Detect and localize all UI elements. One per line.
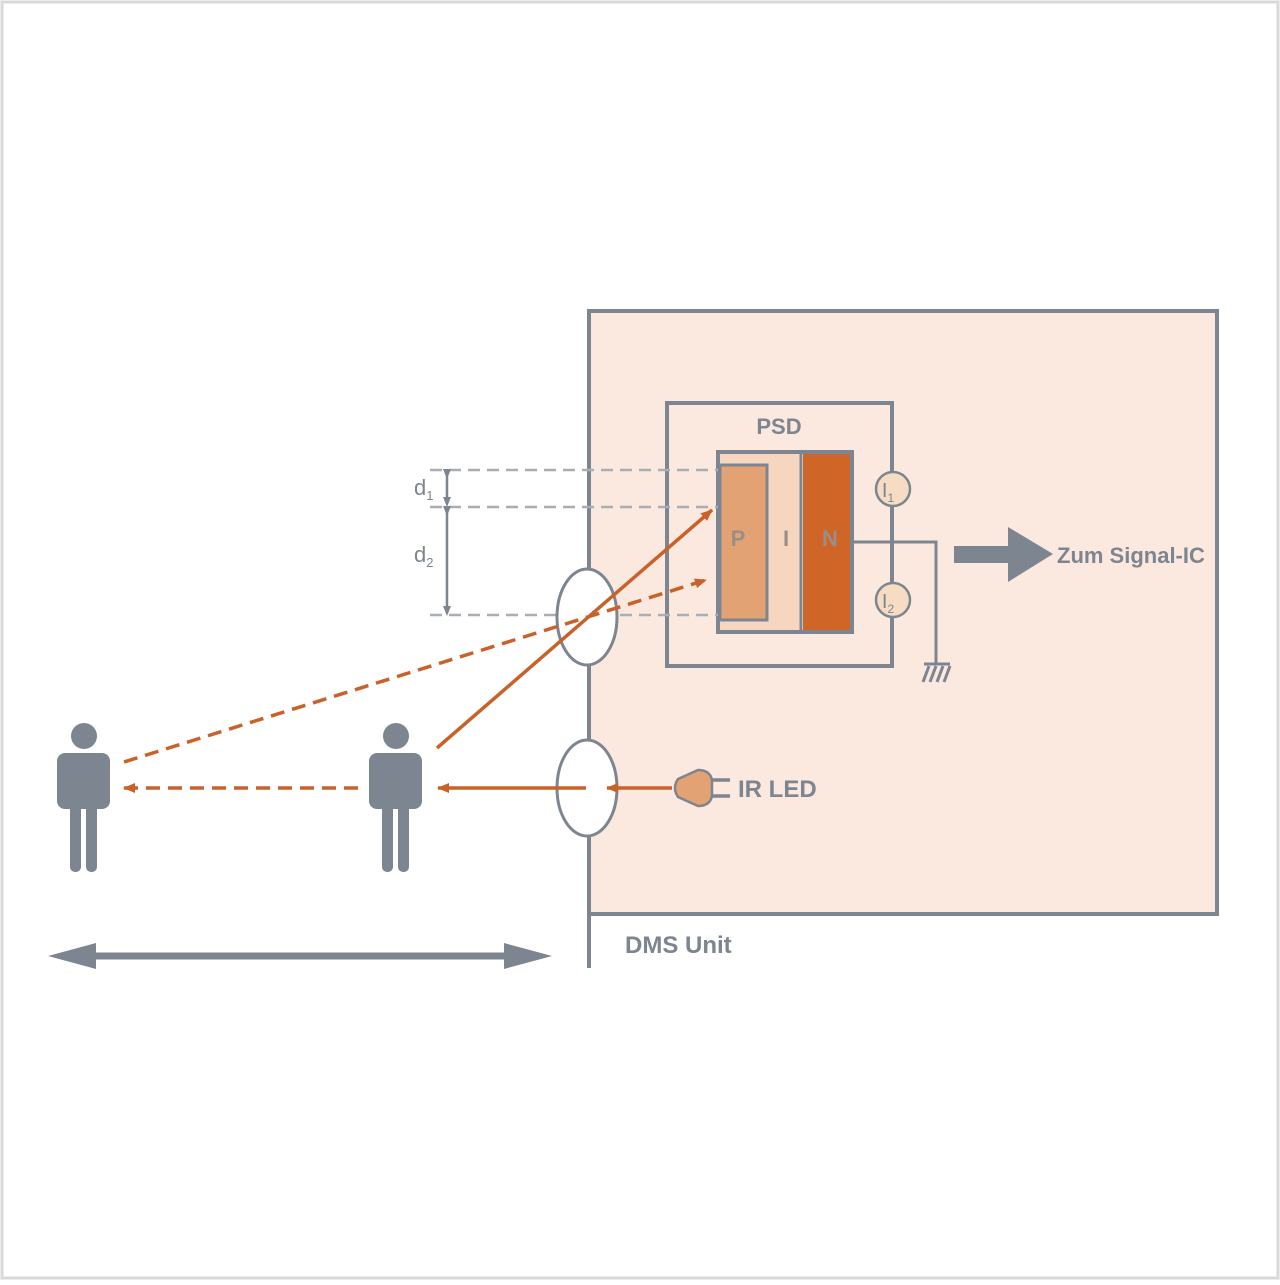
n-ground-wire <box>852 540 938 664</box>
p-layer-label: P <box>731 526 746 551</box>
near-reflection-ray <box>435 508 714 750</box>
n-layer <box>803 454 850 630</box>
far-person-icon <box>57 723 110 872</box>
current-meter-i1 <box>874 470 912 508</box>
signal-output-arrow <box>954 527 1053 582</box>
ir-led-plug-icon <box>673 768 730 808</box>
signal-ic-label: Zum Signal-IC <box>1057 543 1205 568</box>
i2-label: I2 <box>882 591 895 616</box>
ir-led-label: IR LED <box>738 776 817 803</box>
current-meter-i2 <box>874 581 912 619</box>
n-layer-label: N <box>822 526 838 551</box>
far-reflection-ray <box>123 578 707 764</box>
near-person-icon <box>369 723 422 872</box>
dms-unit-label: DMS Unit <box>625 932 732 959</box>
i1-label: I1 <box>882 480 895 505</box>
ground-symbol <box>921 662 952 683</box>
i-layer-label: I <box>783 526 789 551</box>
psd-frame <box>665 401 894 668</box>
d2-label: d2 <box>414 542 433 570</box>
dms-unit-box <box>587 309 1219 916</box>
d1-label: d1 <box>414 475 433 503</box>
psd-label: PSD <box>756 414 801 439</box>
p-layer <box>718 463 769 622</box>
distance-double-arrow <box>48 943 552 969</box>
